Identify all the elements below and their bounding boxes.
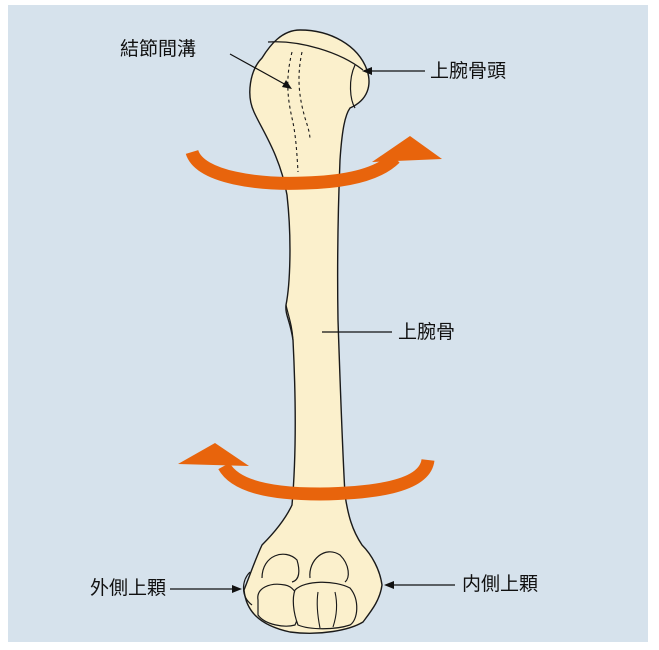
capitulum (258, 584, 299, 626)
label-bicipital-groove: 結節間溝 (120, 40, 196, 59)
label-humerus: 上腕骨 (398, 323, 455, 342)
label-medial-epicondyle: 内側上顆 (462, 575, 538, 594)
trochlea (293, 582, 356, 629)
label-humeral-head: 上腕骨頭 (430, 62, 506, 81)
label-lateral-epicondyle: 外側上顆 (90, 579, 166, 598)
